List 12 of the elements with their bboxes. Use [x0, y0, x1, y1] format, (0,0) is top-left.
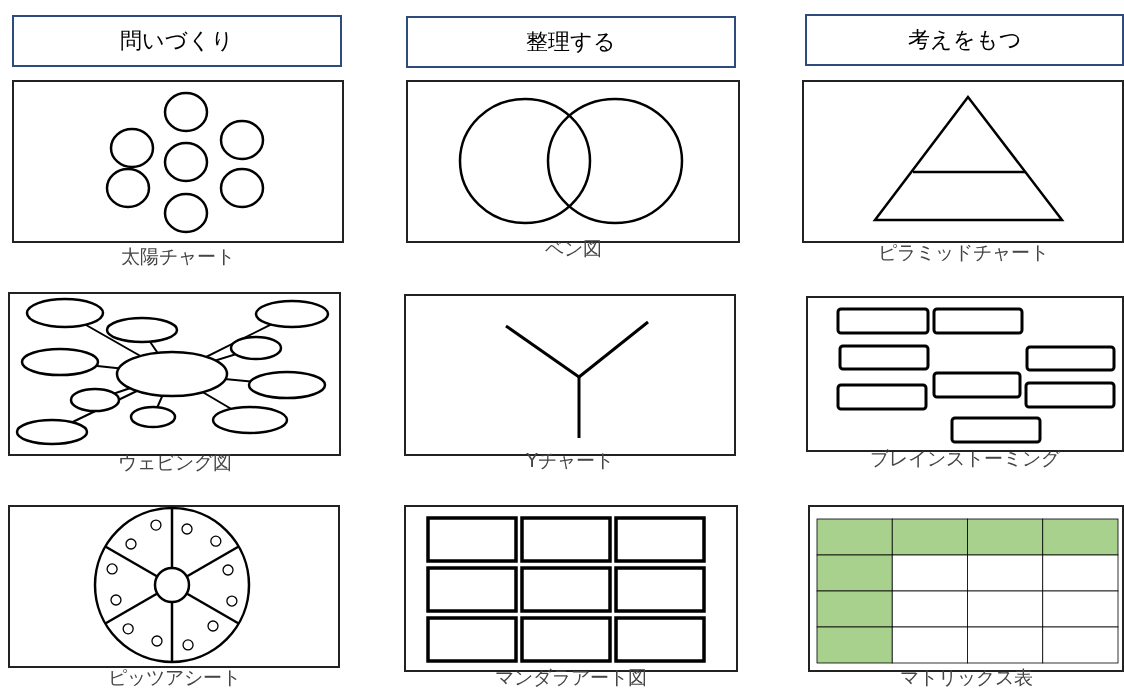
node-label: ベン図: [544, 236, 602, 261]
node-label: 太陽チャート: [121, 244, 235, 269]
header-box: 問いづくり: [12, 15, 342, 67]
node-label: マトリックス表: [899, 665, 1033, 690]
header-box: 整理する: [406, 16, 736, 68]
header-box: 考えをもつ: [805, 14, 1124, 66]
node-label: マンダラアート図: [495, 665, 647, 690]
node-label: ピッツアシート: [107, 665, 241, 690]
node-label: Yチャート: [526, 448, 614, 473]
node-label: ピラミッドチャート: [877, 240, 1049, 265]
node-label: ウェビング図: [117, 450, 232, 475]
node-label: ブレインストーミング: [870, 446, 1060, 471]
